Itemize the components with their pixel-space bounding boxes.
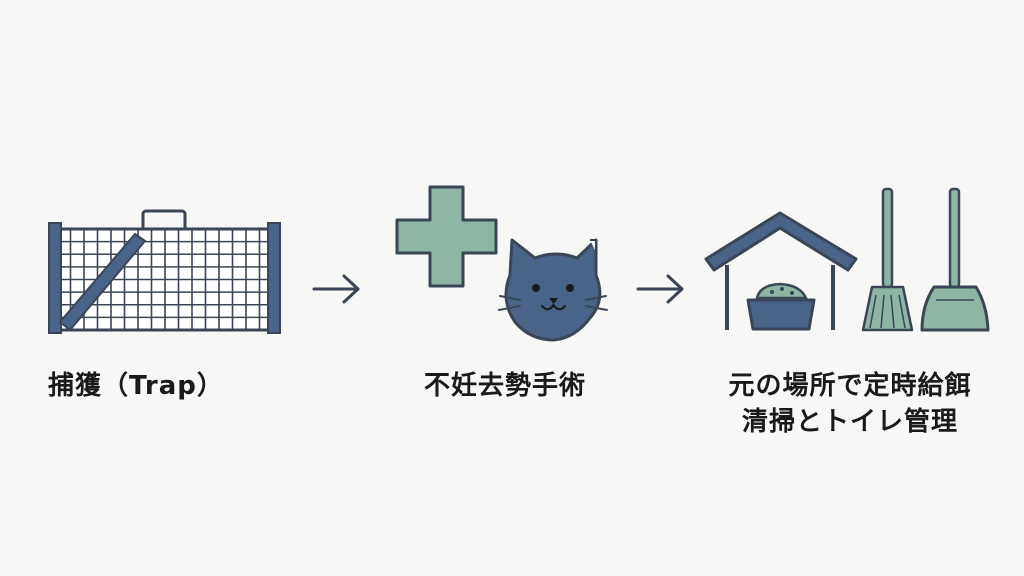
arrow-right-icon: [312, 274, 360, 304]
dustpan-icon: [920, 187, 990, 332]
step-label-care: 元の場所で定時給餌 清掃とトイレ管理: [690, 368, 1010, 440]
cat-face-icon: [498, 238, 608, 342]
step-label-trap: 捕獲（Trap）: [48, 371, 224, 401]
step-label-surgery: 不妊去勢手術: [423, 371, 586, 401]
food-bowl-icon: [746, 282, 816, 331]
broom-icon: [861, 187, 914, 332]
step-label-care-line2: 清掃とトイレ管理: [741, 407, 958, 437]
step-label-care-line1: 元の場所で定時給餌: [728, 371, 972, 401]
medical-cross-icon: [395, 185, 498, 288]
cat-shelter-icon: [704, 211, 858, 330]
trap-cage-icon: [48, 209, 281, 334]
arrow-right-icon: [636, 274, 684, 304]
